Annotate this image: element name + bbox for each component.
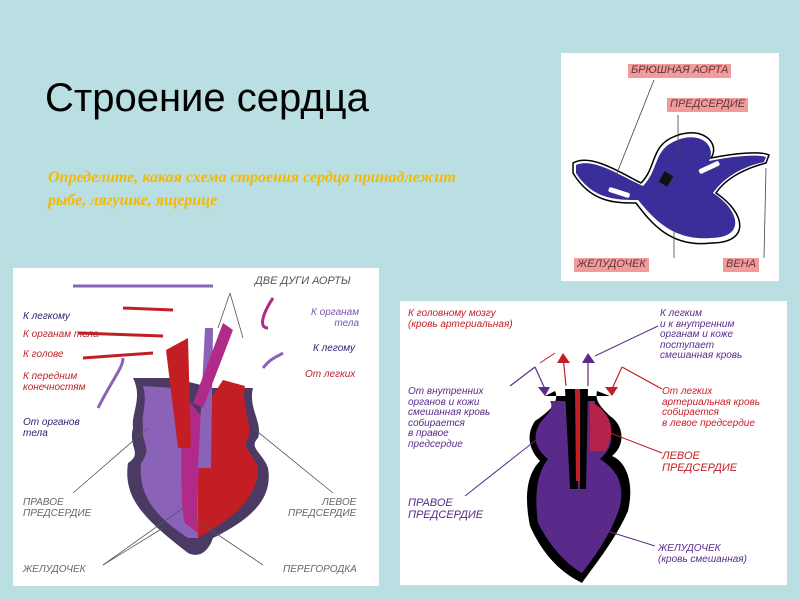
- label-left-atrium: ЛЕВОЕ ПРЕДСЕРДИЕ: [288, 497, 357, 519]
- frog-heart-illustration: [464, 325, 663, 583]
- frog-heart-diagram: К головному мозгу (кровь артериальная) К…: [400, 301, 787, 585]
- label-septum: ПЕРЕГОРОДКА: [283, 564, 357, 575]
- label-to-forelimbs: К передним конечностям: [23, 371, 86, 393]
- label-to-head: К голове: [23, 349, 64, 360]
- label-to-body-organs-left: К органам тела: [23, 329, 99, 340]
- label-two-aortic-arches: ДВЕ ДУГИ АОРТЫ: [255, 275, 351, 287]
- slide-title: Строение сердца: [45, 76, 369, 120]
- label-from-internal: От внутренних органов и кожи смешанная к…: [408, 386, 491, 450]
- fish-heart-diagram: БРЮШНАЯ АОРТА ПРЕДСЕРДИЕ ЖЕЛУДОЧЕК ВЕНА: [561, 53, 779, 281]
- fish-heart-illustration: [572, 79, 770, 259]
- label-to-body-organs-right: К органам тела: [311, 307, 360, 329]
- label-vein: ВЕНА: [723, 258, 759, 272]
- label-ventricle: ЖЕЛУДОЧЕК: [23, 564, 86, 575]
- label-left-atrium: ЛЕВОЕ ПРЕДСЕРДИЕ: [662, 450, 738, 474]
- label-ventral-aorta: БРЮШНАЯ АОРТА: [628, 64, 732, 78]
- label-right-atrium: ПРАВОЕ ПРЕДСЕРДИЕ: [408, 497, 484, 521]
- reptile-heart-illustration: [72, 284, 334, 566]
- label-from-lungs: От легких артериальная кровь собирается …: [662, 386, 760, 429]
- label-to-lung-left: К легкому: [23, 311, 70, 322]
- label-atrium: ПРЕДСЕРДИЕ: [667, 98, 749, 112]
- reptile-heart-diagram: ДВЕ ДУГИ АОРТЫ К легкому К органам тела …: [13, 268, 379, 586]
- label-right-atrium: ПРАВОЕ ПРЕДСЕРДИЕ: [23, 497, 92, 519]
- label-ventricle: ЖЕЛУДОЧЕК: [574, 258, 649, 272]
- slide-subtitle: Определите, какая схема строения сердца …: [48, 169, 456, 209]
- label-from-lungs: От легких: [305, 369, 356, 380]
- label-from-body-organs: От органов тела: [23, 417, 80, 439]
- label-ventricle: ЖЕЛУДОЧЕК (кровь смешанная): [658, 543, 747, 565]
- label-to-lungs-organs: К легким и к внутренним органам и коже п…: [660, 308, 743, 361]
- label-to-brain: К головному мозгу (кровь артериальная): [408, 308, 513, 330]
- label-to-lung-right: К легому: [313, 343, 355, 354]
